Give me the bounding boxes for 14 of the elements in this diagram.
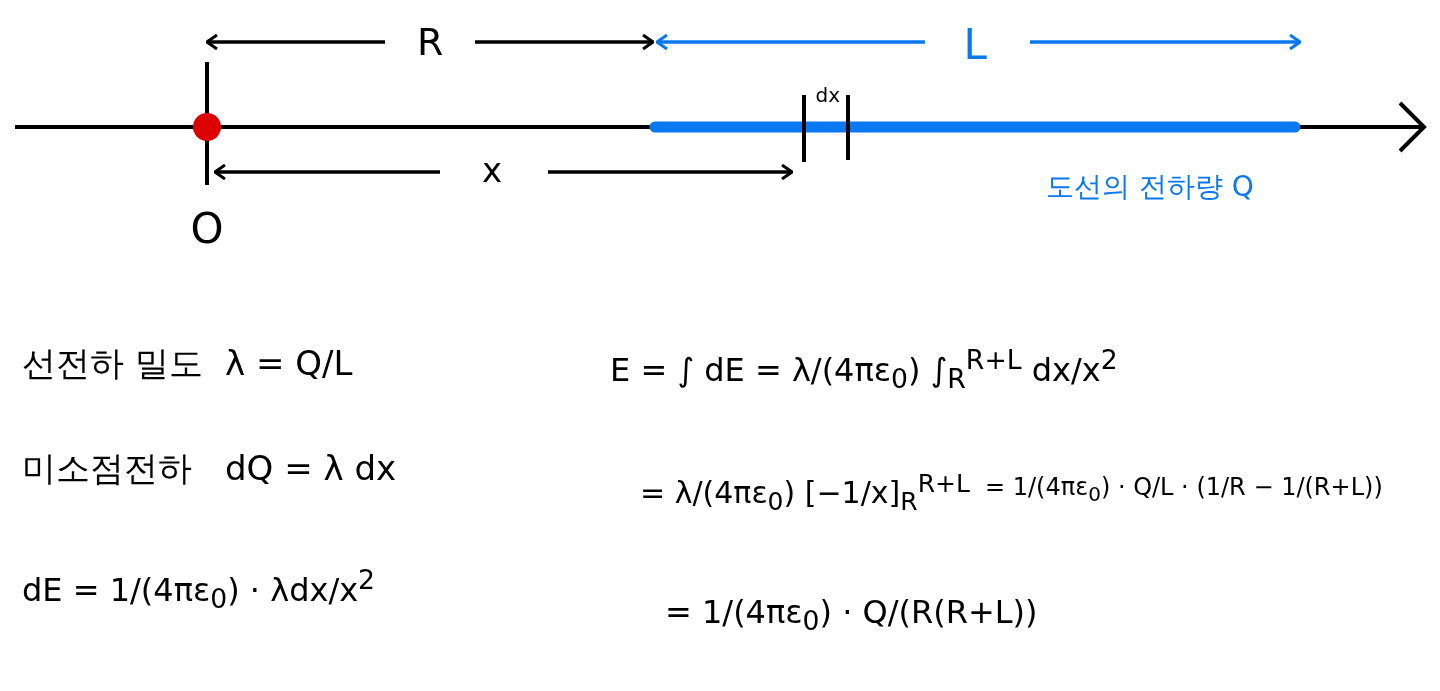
formula-text: E = ∫ dE = λ/(4πε$_{0}$) ∫$_{R}$$^{R+L}$ dx/x$^{2}$ bbox=[610, 345, 1118, 394]
term-label: 선전하 밀도 bbox=[22, 345, 203, 383]
formula-text: = 1/(4πε$_{0}$) · Q/L · (1/R − 1/(R+L)) bbox=[985, 474, 1383, 505]
formula-text: λ = Q/L bbox=[225, 345, 353, 383]
formula-text: dE = 1/(4πε$_{0}$) · λdx/x$^{2}$ bbox=[22, 565, 376, 614]
dimension-label: dx bbox=[815, 84, 841, 106]
rod-charge-label: 도선의 전하량 Q bbox=[1046, 172, 1254, 203]
formula-text: = 1/(4πε$_{0}$) · Q/(R(R+L)) bbox=[665, 595, 1038, 636]
dimension-label: x bbox=[482, 152, 503, 190]
dimension-label: R bbox=[417, 22, 444, 64]
formula-text: dQ = λ dx bbox=[225, 450, 397, 488]
term-label: 미소점전하 bbox=[22, 450, 192, 488]
origin-label: O bbox=[190, 206, 224, 253]
dimension-label: L bbox=[963, 22, 987, 69]
